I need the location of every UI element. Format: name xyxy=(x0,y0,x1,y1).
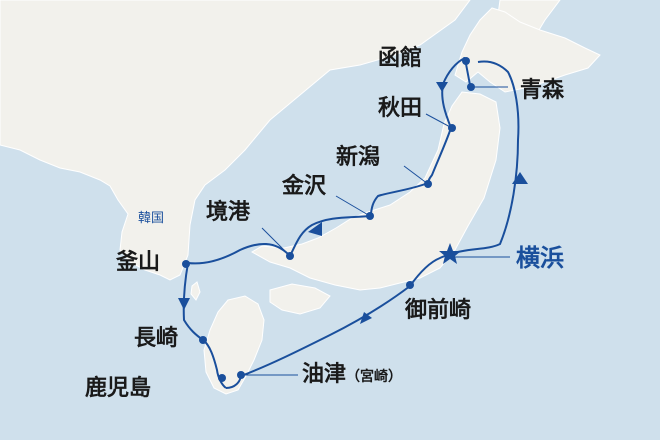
port-dot-akita xyxy=(448,124,456,132)
label-omaezaki: 御前崎 xyxy=(405,298,472,323)
port-dot-omaezaki xyxy=(406,281,414,289)
label-kanazawa: 金沢 xyxy=(282,174,327,199)
label-yokohama: 横浜 xyxy=(516,244,564,272)
label-hakodate: 函館 xyxy=(378,46,423,71)
shikoku xyxy=(269,283,331,315)
label-aburatsu-name: 油津 xyxy=(302,362,347,387)
label-nagasaki: 長崎 xyxy=(134,326,179,351)
hokkaido xyxy=(454,7,601,93)
port-dot-hakodate xyxy=(462,57,470,65)
label-akita: 秋田 xyxy=(378,96,423,121)
route-arrow-kanazawa xyxy=(308,222,322,236)
label-aburatsu-note: （宮崎） xyxy=(346,369,403,385)
label-korea: 韓国 xyxy=(138,211,165,226)
star-icon xyxy=(439,243,461,264)
mainland-asia xyxy=(0,0,471,281)
label-aburatsu: 油津（宮崎） xyxy=(302,364,402,386)
port-dot-kagoshima xyxy=(218,374,226,382)
port-dot-nagasaki xyxy=(199,336,207,344)
route-arrow-south xyxy=(360,312,372,324)
label-sakaiminato: 境港 xyxy=(206,200,251,225)
kyushu xyxy=(203,295,265,395)
tsushima xyxy=(190,281,201,301)
leader-niigata xyxy=(403,165,429,185)
honshu xyxy=(251,91,501,291)
route-arrow-hakodate xyxy=(436,82,448,92)
label-busan: 釜山 xyxy=(116,250,161,275)
route-arrow-east xyxy=(512,172,528,184)
label-niigata: 新潟 xyxy=(336,145,381,170)
leader-sakaiminato xyxy=(261,227,291,257)
leader-kanazawa xyxy=(335,195,371,217)
leader-akita xyxy=(425,113,453,129)
label-aomori: 青森 xyxy=(520,78,565,103)
route-arrow-busan xyxy=(178,298,190,310)
label-kagoshima: 鹿児島 xyxy=(85,376,152,401)
port-dot-busan xyxy=(182,260,190,268)
